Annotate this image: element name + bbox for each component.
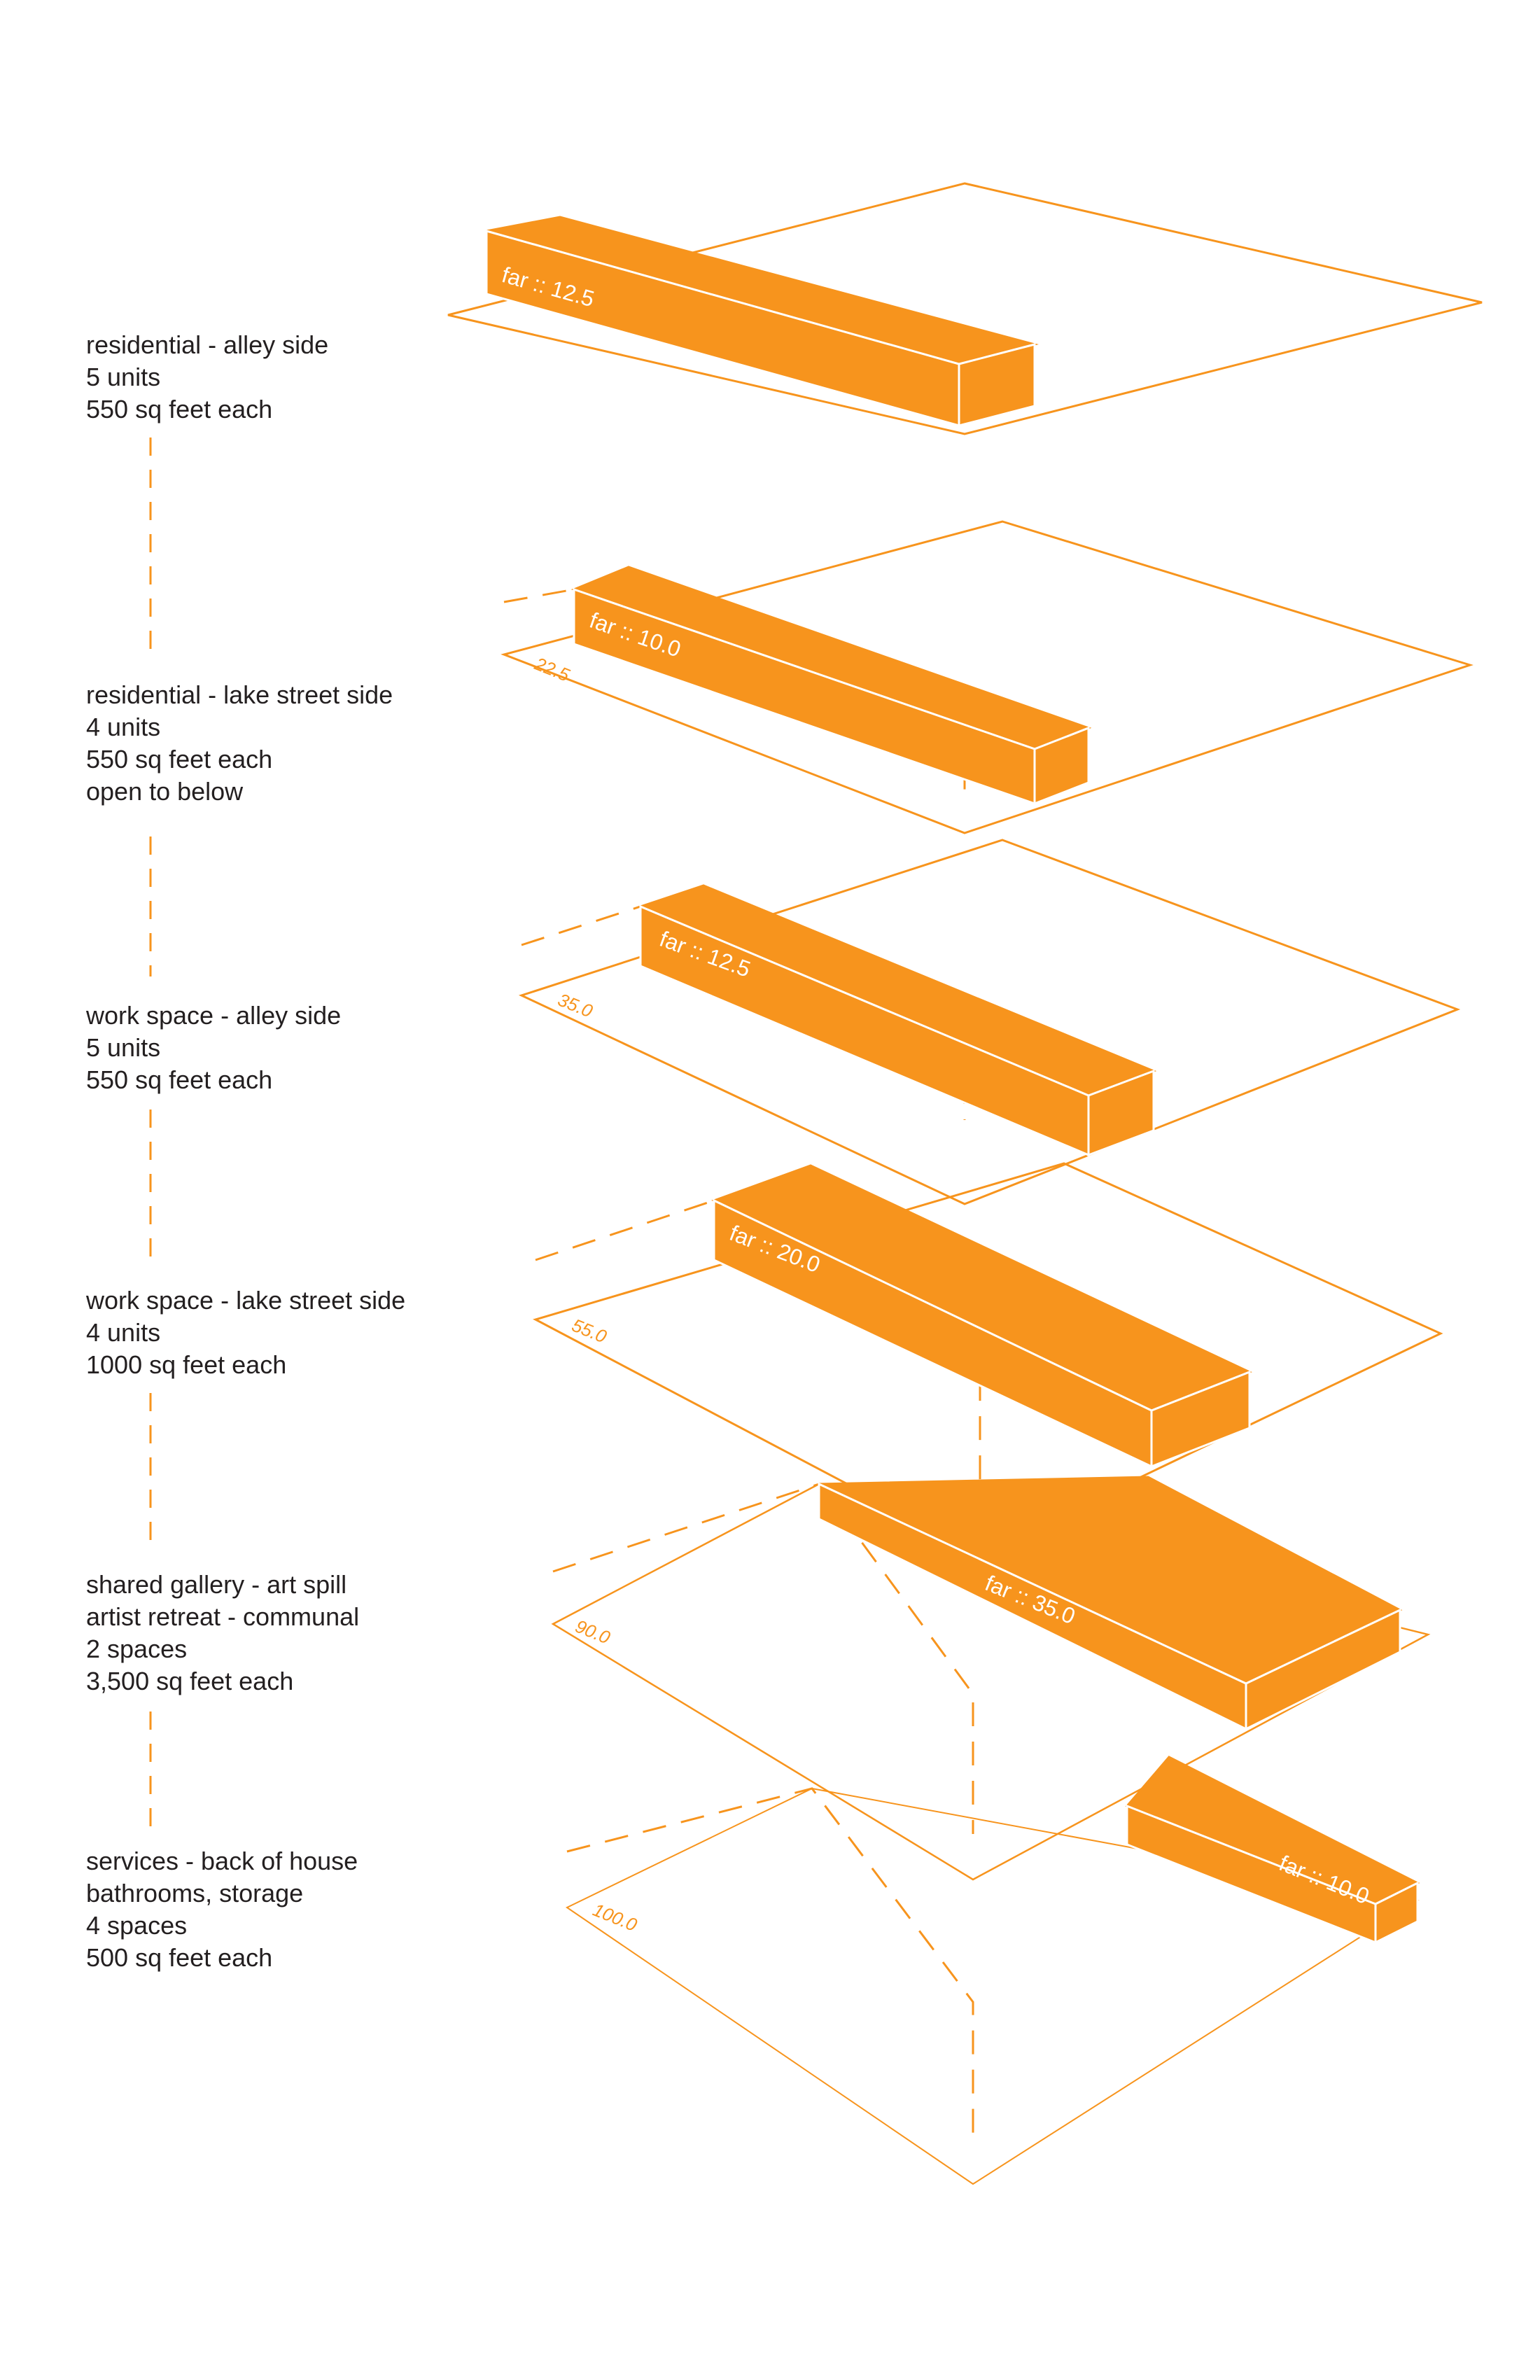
label-line: 5 units bbox=[86, 363, 161, 391]
label-line: 4 units bbox=[86, 1318, 161, 1347]
volume-end bbox=[1374, 1881, 1419, 1945]
level-label-residential-alley: residential - alley side 5 units 550 sq … bbox=[86, 329, 328, 426]
far-volume: far :: 12.5 bbox=[485, 216, 1039, 427]
far-volume: far :: 10.0 bbox=[1125, 1756, 1420, 1945]
far-volume: far :: 20.0 bbox=[711, 1164, 1252, 1469]
label-line: 550 sq feet each bbox=[86, 745, 273, 774]
dimension-label: 90.0 bbox=[573, 1616, 614, 1648]
volume-end bbox=[958, 343, 1036, 427]
level-label-services: services - back of house bathrooms, stor… bbox=[86, 1845, 358, 1974]
label-line: artist retreat - communal bbox=[86, 1602, 360, 1631]
label-line: work space - lake street side bbox=[86, 1286, 406, 1315]
volume-end bbox=[1033, 726, 1090, 806]
level-5-plate: far :: 35.0 90.0 bbox=[551, 1476, 1431, 1881]
level-2-plate: far :: 10.0 22.5 bbox=[500, 520, 1474, 834]
dimension-label: 55.0 bbox=[569, 1315, 610, 1348]
dimension-label: 100.0 bbox=[590, 1899, 640, 1935]
dimension-label: 22.5 bbox=[531, 652, 573, 685]
label-line: 4 units bbox=[86, 713, 161, 741]
label-line: open to below bbox=[86, 777, 244, 806]
label-line: residential - alley side bbox=[86, 330, 329, 359]
level-6-plate: far :: 10.0 100.0 bbox=[566, 1756, 1420, 2185]
level-3-plate: far :: 12.5 35.0 bbox=[518, 839, 1461, 1205]
label-line: bathrooms, storage bbox=[86, 1879, 304, 1907]
far-volume: far :: 12.5 bbox=[637, 884, 1157, 1157]
far-volume: far :: 35.0 bbox=[818, 1476, 1403, 1731]
label-line: 5 units bbox=[86, 1033, 161, 1062]
label-line: 4 spaces bbox=[86, 1911, 188, 1940]
open-below-outline bbox=[535, 1199, 981, 1498]
level-label-work-lake: work space - lake street side 4 units 10… bbox=[86, 1284, 405, 1381]
far-volume: far :: 10.0 bbox=[570, 566, 1092, 806]
open-below-outline bbox=[552, 1483, 974, 1834]
label-line: 500 sq feet each bbox=[86, 1943, 273, 1972]
volume-end bbox=[1150, 1370, 1251, 1469]
label-line: 550 sq feet each bbox=[86, 395, 273, 424]
volume-end bbox=[1245, 1608, 1401, 1731]
dimension-label: 35.0 bbox=[555, 989, 596, 1022]
volume-end bbox=[1087, 1069, 1155, 1157]
label-line: services - back of house bbox=[86, 1847, 358, 1875]
level-label-residential-lake: residential - lake street side 4 units 5… bbox=[86, 679, 393, 808]
label-line: 1000 sq feet each bbox=[86, 1350, 287, 1379]
label-line: 2 spaces bbox=[86, 1634, 188, 1663]
level-4-plate: far :: 20.0 55.0 bbox=[533, 1162, 1443, 1555]
label-line: 3,500 sq feet each bbox=[86, 1667, 294, 1695]
level-label-work-alley: work space - alley side 5 units 550 sq f… bbox=[86, 1000, 341, 1096]
label-line: 550 sq feet each bbox=[86, 1065, 273, 1094]
label-line: shared gallery - art spill bbox=[86, 1570, 347, 1599]
label-line: work space - alley side bbox=[86, 1001, 342, 1030]
label-line: residential - lake street side bbox=[86, 680, 393, 709]
level-label-shared-gallery: shared gallery - art spill artist retrea… bbox=[86, 1569, 359, 1698]
level-1-plate: far :: 12.5 bbox=[447, 182, 1483, 435]
open-below-outline bbox=[566, 1787, 974, 2142]
